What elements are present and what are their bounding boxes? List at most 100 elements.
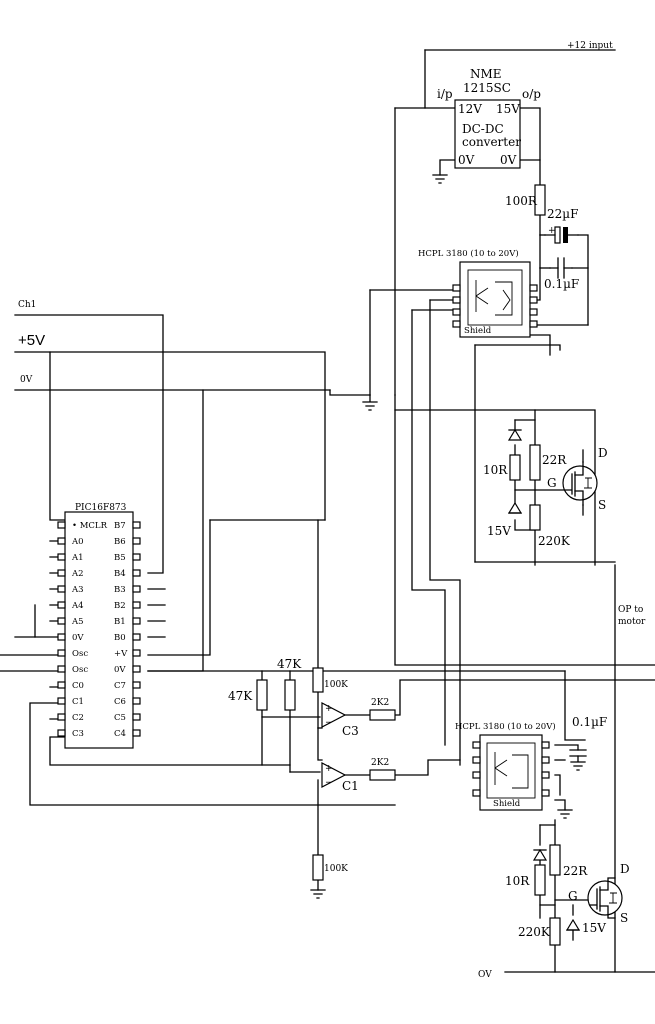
pic-pin-left-label: C0 bbox=[72, 681, 84, 691]
resistor-22r-top: 22R bbox=[529, 444, 567, 481]
pic-pin-right-box bbox=[132, 665, 141, 673]
pic-pin-right-label: C5 bbox=[114, 713, 126, 723]
capacitor-22uf-plus: + bbox=[548, 226, 556, 236]
resistor-22r-bottom-label: 22R bbox=[563, 864, 588, 878]
pic-pin-left-box bbox=[57, 633, 66, 641]
shield-label-bottom: Shield bbox=[493, 799, 521, 809]
resistor-220k-top: 220K bbox=[529, 504, 571, 548]
pic-pin-right-box bbox=[132, 633, 141, 641]
mosfet-top-d: D bbox=[598, 446, 608, 460]
pic-pin-right-label: B0 bbox=[114, 633, 126, 643]
resistor-100k-top-label: 100K bbox=[324, 680, 348, 690]
pic-pin-left-box bbox=[57, 617, 66, 625]
pic-pin-right-label: B2 bbox=[114, 601, 126, 611]
resistor-47k-b-label: 47K bbox=[277, 657, 302, 671]
pic-pin-right-label: B7 bbox=[114, 521, 126, 531]
resistor-2k2-a: 2K2 bbox=[369, 698, 396, 721]
pic-pin-right-label: C7 bbox=[114, 681, 126, 691]
op-to-motor-label-2: motor bbox=[618, 617, 646, 627]
pic-pin-left-label: A0 bbox=[71, 537, 84, 547]
resistor-220k-bottom-label: 220K bbox=[518, 925, 551, 939]
pic-pin-left-box bbox=[57, 713, 66, 721]
pic-pin-left-box bbox=[57, 649, 66, 657]
comparator-c3-minus: − bbox=[325, 718, 333, 728]
zener-bottom-diode bbox=[532, 848, 548, 861]
pic-pin-left-box bbox=[57, 553, 66, 561]
pic-pin-left-label: A5 bbox=[71, 617, 84, 627]
converter-title-2: converter bbox=[462, 135, 521, 149]
pic16f873-chip: PIC16F873 • MCLRA0A1A2A3A4A50VOscOscC0C1… bbox=[57, 503, 141, 749]
resistor-2k2-a-label: 2K2 bbox=[371, 698, 389, 708]
zener-15v-top: 15V bbox=[487, 501, 523, 538]
pic-pin-left-box bbox=[57, 729, 66, 737]
resistor-10r-top-label: 10R bbox=[483, 463, 508, 477]
mosfet-bottom-s: S bbox=[620, 911, 628, 925]
resistor-47k-b: 47K bbox=[277, 657, 302, 711]
converter-name: NME bbox=[470, 67, 502, 81]
mosfet-top-g: G bbox=[547, 476, 557, 490]
converter-ip-label: i/p bbox=[437, 87, 453, 101]
ch1-label: Ch1 bbox=[18, 300, 36, 310]
comparator-c1-plus: + bbox=[325, 764, 333, 774]
capacitor-01uf-bottom-label: 0.1µF bbox=[572, 715, 607, 729]
resistor-100k-top: 100K bbox=[312, 667, 348, 693]
ground-symbol bbox=[432, 174, 448, 184]
op-to-motor-label-1: OP to bbox=[618, 605, 643, 615]
pic-pin-left-label: A1 bbox=[71, 553, 84, 563]
pic-pin-right-box bbox=[132, 617, 141, 625]
pic-pin-left-label: A3 bbox=[71, 585, 84, 595]
resistor-47k-a: 47K bbox=[228, 679, 268, 711]
dc-dc-converter: NME 1215SC i/p o/p 12V 15V DC-DC convert… bbox=[437, 67, 541, 169]
shield-label-top: Shield bbox=[464, 326, 492, 336]
resistor-10r-bottom: 10R bbox=[505, 864, 546, 896]
pic-pin-right-label: C6 bbox=[114, 697, 126, 707]
resistor-22r-top-label: 22R bbox=[542, 453, 567, 467]
comparator-c1-label: C1 bbox=[342, 779, 359, 793]
zener-15v-bottom: 15V bbox=[565, 918, 606, 935]
converter-0v-in: 0V bbox=[458, 153, 475, 167]
resistor-100k-bot-label: 100K bbox=[324, 864, 348, 874]
pic-pin-left-label: C1 bbox=[72, 697, 84, 707]
pic-pin-left-box bbox=[57, 585, 66, 593]
pic-pin-right-box bbox=[132, 681, 141, 689]
pic-pin-left-label: • MCLR bbox=[72, 521, 108, 531]
pic-pin-left-box bbox=[57, 537, 66, 545]
resistor-220k-top-label: 220K bbox=[538, 534, 571, 548]
ground-symbol bbox=[310, 889, 326, 899]
pic-pin-right-label: B5 bbox=[114, 553, 126, 563]
comparator-c1-minus: − bbox=[325, 778, 333, 788]
mosfet-bottom-d: D bbox=[620, 862, 630, 876]
resistor-10r-bottom-label: 10R bbox=[505, 874, 530, 888]
mosfet-top-s: S bbox=[598, 498, 606, 512]
pic-pin-right-box bbox=[132, 537, 141, 545]
pic-pin-right-label: B1 bbox=[114, 617, 126, 627]
zener-15v-bottom-label: 15V bbox=[582, 921, 606, 935]
pic-pin-right-box bbox=[132, 649, 141, 657]
pic-pin-left-label: 0V bbox=[72, 633, 84, 643]
capacitor-01uf-bottom bbox=[569, 749, 587, 771]
pic-pin-left-label: C2 bbox=[72, 713, 84, 723]
pic-pin-left-box bbox=[57, 569, 66, 577]
hcpl3180-bottom: HCPL 3180 (10 to 20V) 0.1µF Shield bbox=[455, 715, 607, 811]
pic-pin-right-box bbox=[132, 697, 141, 705]
resistor-2k2-b-label: 2K2 bbox=[371, 758, 389, 768]
converter-part: 1215SC bbox=[463, 81, 511, 95]
pic-pin-right-box bbox=[132, 521, 141, 529]
converter-12v: 12V bbox=[458, 102, 482, 116]
zener-15v-top-label: 15V bbox=[487, 524, 511, 538]
pic-pin-right-box bbox=[132, 713, 141, 721]
pic-pin-left-box bbox=[57, 521, 66, 529]
ground-symbol bbox=[557, 809, 573, 819]
pic-pin-right-box bbox=[132, 585, 141, 593]
mosfet-top: D G S bbox=[547, 446, 608, 512]
pic-pin-right-label: +V bbox=[114, 649, 128, 659]
resistor-10r-top: 10R bbox=[483, 454, 521, 481]
pic-pin-left-label: A4 bbox=[71, 601, 84, 611]
mosfet-bottom-g: G bbox=[568, 889, 578, 903]
wires bbox=[0, 49, 655, 973]
plus5v-label: +5V bbox=[18, 332, 45, 349]
capacitor-01uf-top: 0.1µF bbox=[544, 257, 579, 291]
mosfet-bottom: D G S bbox=[568, 862, 630, 925]
